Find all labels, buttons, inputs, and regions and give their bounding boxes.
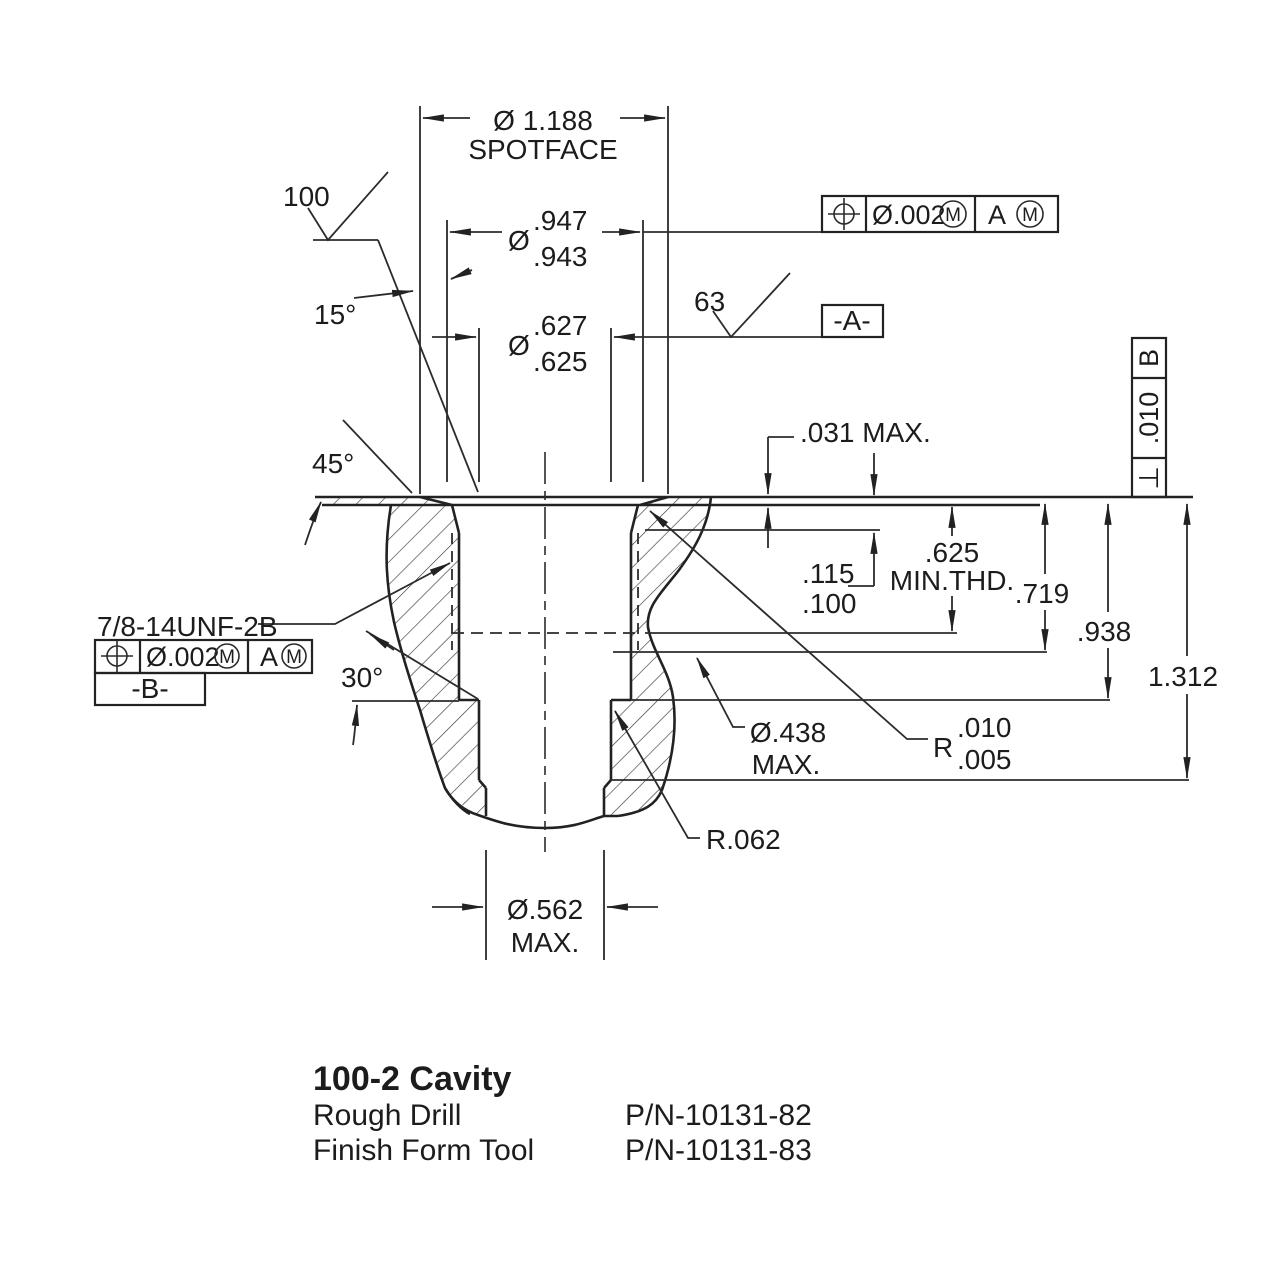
svg-text:M: M: [1022, 205, 1038, 226]
fcf-top-datum: A: [988, 200, 1006, 230]
svg-text:M: M: [219, 647, 235, 668]
extension-lines: [419, 106, 1189, 960]
datum-a-flag: -A-: [820, 303, 885, 339]
leader-lines: [258, 171, 928, 839]
finish100-checkmark-icon: [307, 171, 389, 242]
mmc-modifier-icon: M: [281, 643, 307, 669]
row-label: Finish Form Tool: [313, 1134, 534, 1167]
angle45-label: 45°: [312, 448, 354, 479]
dia627-symbol: Ø: [508, 330, 530, 361]
bore-chamfer-right: [629, 504, 640, 534]
dia947-symbol: Ø: [508, 225, 530, 256]
datum-b-box: [93, 671, 207, 707]
dim100-label: .100: [802, 588, 857, 619]
minthd-value: .625: [925, 537, 980, 568]
r-upper: .010: [957, 712, 1012, 743]
dimension-text: Ø 1.188 SPOTFACE Ø .947 .943 Ø .627 .625…: [97, 105, 1218, 958]
drawing-title: 100-2 Cavity: [313, 1060, 512, 1098]
datum-a-box: [820, 303, 885, 339]
dim1312-label: 1.312: [1148, 661, 1218, 692]
position-symbol-icon: [101, 640, 133, 672]
bottom-break-edge: [443, 787, 618, 830]
dia438-label: Ø.438: [750, 717, 826, 748]
perp-value-label: .010: [1134, 392, 1164, 445]
mmc-modifier-icon: M: [939, 200, 967, 228]
dim947-upper: .947: [533, 205, 588, 236]
fcf-left-tolerance: Ø.002: [146, 642, 220, 672]
row-part-number: P/N-10131-82: [625, 1099, 812, 1132]
mmc-modifier-icon: M: [1016, 200, 1044, 228]
angle30-arrow: [369, 633, 395, 651]
dia562-label: Ø.562: [507, 894, 583, 925]
dia562-max-label: MAX.: [511, 927, 579, 958]
dim947-lower: .943: [533, 241, 588, 272]
dim627-upper: .627: [533, 310, 588, 341]
dia438-max-label: MAX.: [752, 749, 820, 780]
angle15-arrow: [353, 289, 415, 299]
radius-letter: R: [933, 732, 953, 763]
angle15-label: 15°: [314, 299, 356, 330]
spotface-label: SPOTFACE: [468, 134, 617, 165]
dim719-label: .719: [1015, 578, 1070, 609]
part-outline: [315, 452, 1193, 852]
r-lower: .005: [957, 744, 1012, 775]
perp-frame-box: [1130, 336, 1168, 499]
mmc-modifier-icon: M: [214, 643, 240, 669]
angle30-baseline-arrow: [351, 703, 360, 746]
bottom-step-left: [478, 779, 487, 789]
finish63-label: 63: [694, 286, 725, 317]
title-block: 100-2 Cavity Rough Drill P/N-10131-82 Fi…: [313, 1060, 812, 1167]
position-symbol-icon: [828, 198, 860, 230]
perpendicularity-frame: B .010 ⊥: [1130, 336, 1168, 499]
svg-text:M: M: [286, 647, 302, 668]
bottom-step-right: [603, 779, 612, 789]
bore-chamfer-left: [450, 504, 461, 534]
finish100-label: 100: [283, 181, 330, 212]
fcf-top-box: [820, 194, 1060, 234]
perpendicularity-icon: ⊥: [1134, 466, 1164, 490]
datum-a-label: -A-: [833, 305, 870, 336]
row-label: Rough Drill: [313, 1099, 461, 1132]
taper-15deg-line: [377, 239, 479, 493]
fcf-left: Ø.002 M A M -B-: [93, 638, 314, 707]
r010-leader: [649, 510, 928, 740]
dimension-lines: [421, 114, 1191, 911]
svg-text:M: M: [945, 205, 961, 226]
finish63-checkmark-icon: [712, 272, 791, 339]
dim938-label: .938: [1077, 616, 1132, 647]
r062-label: R.062: [706, 824, 781, 855]
dia438-leader: [696, 657, 745, 728]
dim115-label: .115: [802, 558, 854, 589]
thread-callout-label: 7/8-14UNF-2B: [97, 611, 278, 642]
fcf-top: Ø.002 M A M: [820, 194, 1060, 234]
dim627-lower: .625: [533, 346, 588, 377]
outer-break-edge-right: [617, 496, 713, 818]
section-hatching: [322, 497, 711, 816]
dim031-label: .031 MAX.: [800, 417, 931, 448]
fcf-top-tolerance: Ø.002: [872, 200, 946, 230]
angle45-line: [342, 419, 413, 494]
fcf-left-datum: A: [260, 642, 278, 672]
angle45-arrow: [304, 501, 322, 546]
perp-datum-label: B: [1134, 349, 1164, 367]
spotface-dia-label: Ø 1.188: [493, 105, 593, 136]
spotface-taper-right: [639, 495, 669, 507]
angle30-label: 30°: [341, 662, 383, 693]
row-part-number: P/N-10131-83: [625, 1134, 812, 1167]
minthd-label: MIN.THD.: [890, 565, 1014, 596]
spotface-taper-left: [419, 495, 453, 507]
angle15-tick-arrow: [449, 267, 473, 280]
datum-b-label: -B-: [131, 673, 168, 704]
thread-callout-leader: [258, 562, 451, 625]
r062-leader: [614, 710, 700, 839]
